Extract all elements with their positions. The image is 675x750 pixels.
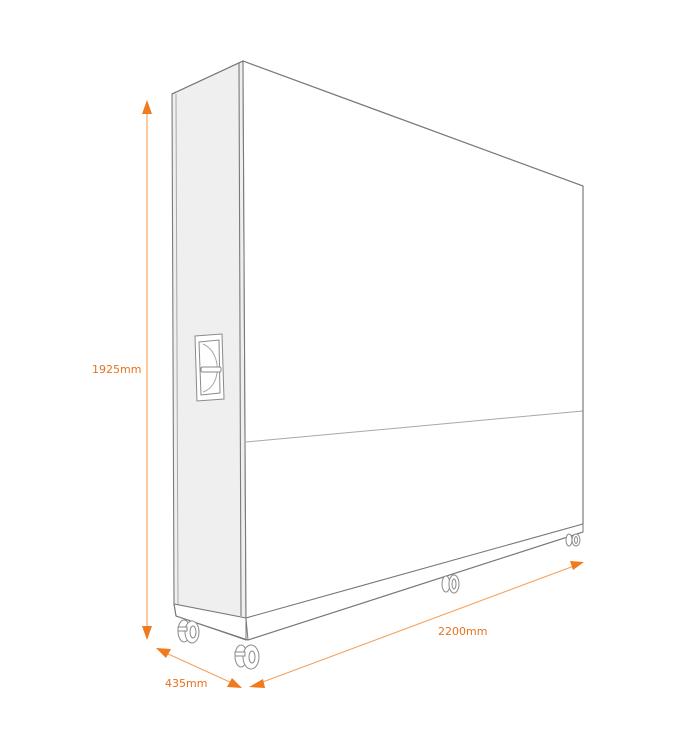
arrow-left-icon: [249, 679, 265, 688]
castor-wheel-middle: [441, 574, 460, 594]
arrow-down-icon: [142, 626, 152, 640]
width-label: 2200mm: [438, 625, 488, 638]
height-label: 1925mm: [92, 363, 142, 376]
panel-seam: [245, 410, 584, 443]
arrow-upleft-icon: [156, 648, 171, 658]
plinth-base: [173, 523, 584, 641]
castor-wheel-rear-right: [565, 533, 581, 547]
recessed-handle: [194, 333, 225, 402]
castor-wheel-front-left: [177, 619, 200, 644]
arrow-downright-icon: [227, 678, 242, 688]
depth-label: 435mm: [165, 677, 208, 690]
cabinet-body: [171, 60, 584, 619]
arrow-right-icon: [570, 561, 584, 570]
arrow-up-icon: [142, 100, 152, 114]
castor-wheels: [177, 533, 581, 670]
castor-wheel-front-corner: [234, 644, 260, 670]
depth-dimension: [156, 648, 242, 688]
height-dimension: [142, 100, 152, 640]
front-panel: [242, 60, 584, 619]
width-dimension: [249, 561, 584, 688]
